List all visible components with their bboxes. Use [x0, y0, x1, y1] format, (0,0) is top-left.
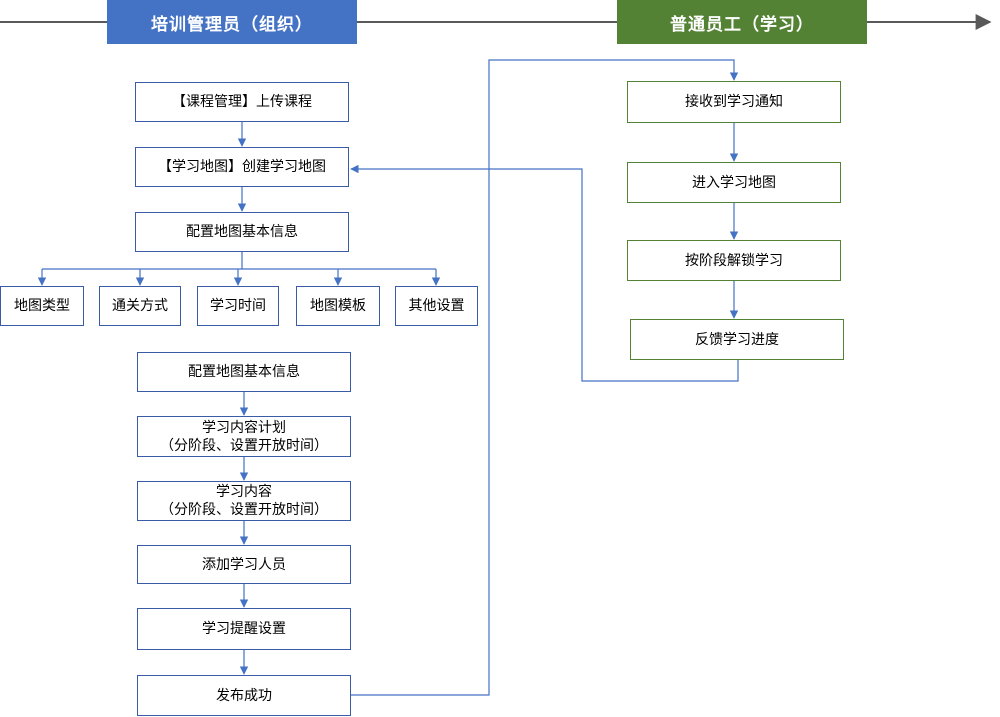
option-map-template[interactable]: 地图模板 [296, 286, 380, 326]
content-plan-title: 学习内容计划 [202, 419, 286, 436]
unlock-by-stage-step[interactable]: 按阶段解锁学习 [627, 240, 841, 281]
config-basic-info-step[interactable]: 配置地图基本信息 [135, 212, 349, 252]
upload-course-step[interactable]: 【课程管理】上传课程 [135, 82, 349, 122]
enter-map-step[interactable]: 进入学习地图 [627, 162, 841, 203]
content-step[interactable]: 学习内容 （分阶段、设置开放时间） [137, 481, 351, 521]
option-pass-mode[interactable]: 通关方式 [99, 286, 181, 326]
publish-success-step[interactable]: 发布成功 [137, 675, 351, 716]
option-study-time[interactable]: 学习时间 [197, 286, 279, 326]
arrow-publish-to-notice [351, 59, 739, 696]
feedback-progress-step[interactable]: 反馈学习进度 [630, 319, 844, 360]
lane-header-employee: 普通员工（学习） [617, 0, 867, 44]
content-title: 学习内容 [216, 484, 272, 500]
arrow-feedback-to-create-map [350, 164, 739, 382]
reminder-settings-step[interactable]: 学习提醒设置 [137, 608, 351, 650]
receive-notice-step[interactable]: 接收到学习通知 [627, 81, 841, 123]
lane-header-admin: 培训管理员（组织） [107, 0, 357, 44]
content-plan-step[interactable]: 学习内容计划 （分阶段、设置开放时间） [137, 416, 351, 457]
config-basic-info-step-2[interactable]: 配置地图基本信息 [137, 352, 351, 392]
create-map-step[interactable]: 【学习地图】创建学习地图 [135, 147, 349, 187]
option-map-type[interactable]: 地图类型 [0, 286, 84, 326]
content-plan-note: （分阶段、设置开放时间） [160, 437, 328, 454]
option-other-settings[interactable]: 其他设置 [395, 286, 478, 326]
content-note: （分阶段、设置开放时间） [160, 502, 328, 518]
add-learners-step[interactable]: 添加学习人员 [137, 545, 351, 584]
